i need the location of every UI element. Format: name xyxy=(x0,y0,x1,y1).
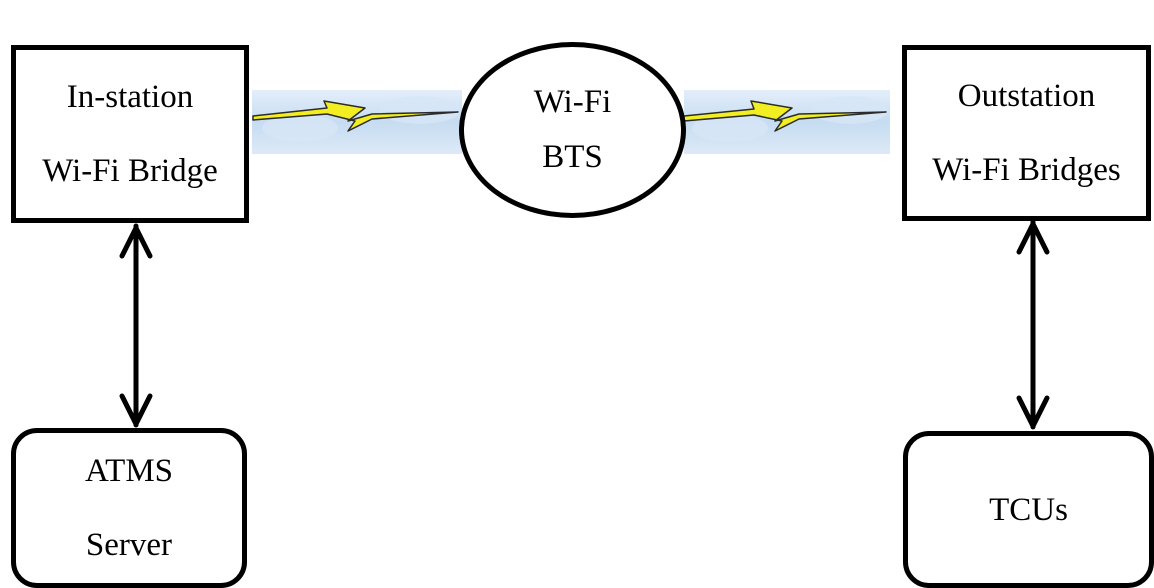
cloud-puff-icon xyxy=(692,114,768,142)
arrowhead-up-icon xyxy=(119,225,153,259)
bidirectional-arrow-left xyxy=(119,223,153,428)
node-label-line: Server xyxy=(85,527,173,563)
cloud-puff-icon xyxy=(812,96,888,124)
cloud-puff-icon xyxy=(262,114,338,142)
tcus-node: TCUs xyxy=(903,431,1154,588)
wireless-link-left xyxy=(252,90,462,154)
node-label-line: In-station xyxy=(66,79,194,115)
atms-server-node: ATMS Server xyxy=(11,428,247,588)
node-label-line: BTS xyxy=(542,139,603,175)
arrowhead-down-icon xyxy=(119,393,153,427)
arrowhead-up-icon xyxy=(1016,221,1050,255)
node-label-line: ATMS xyxy=(84,453,174,489)
lightning-bolt-icon xyxy=(252,100,459,132)
wireless-link-right xyxy=(683,90,890,154)
in-station-bridge-node: In-station Wi-Fi Bridge xyxy=(11,45,249,223)
bidirectional-arrow-right xyxy=(1016,219,1050,430)
node-label-line: TCUs xyxy=(989,491,1068,528)
node-label-line: Wi-Fi Bridge xyxy=(42,153,218,189)
wifi-bts-node: Wi-Fi BTS xyxy=(459,42,686,218)
node-label-line: Wi-Fi xyxy=(533,84,612,120)
lightning-bolt-icon xyxy=(683,100,887,132)
node-label-line: Outstation xyxy=(957,78,1096,114)
outstation-bridges-node: Outstation Wi-Fi Bridges xyxy=(902,45,1151,221)
cloud-puff-icon xyxy=(380,96,460,124)
arrowhead-down-icon xyxy=(1016,395,1050,429)
node-label-line: Wi-Fi Bridges xyxy=(932,152,1121,188)
